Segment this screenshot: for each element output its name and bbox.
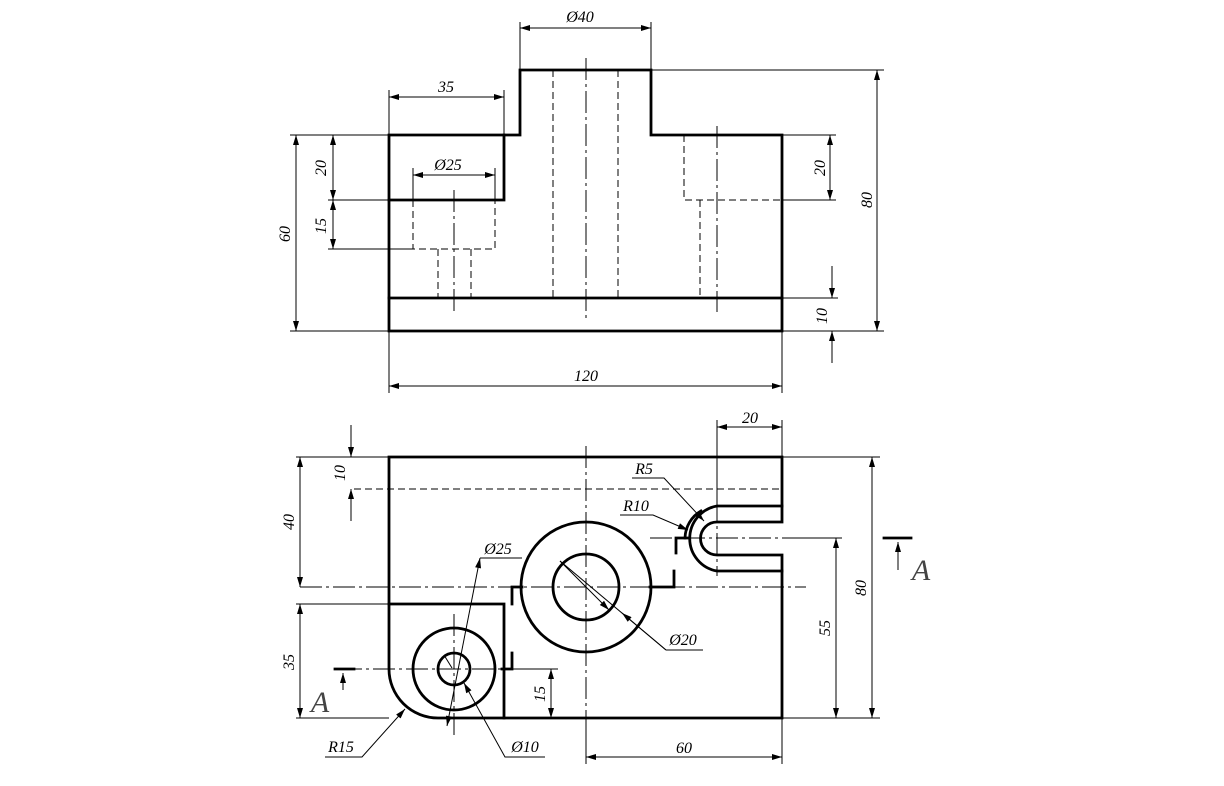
dim-front-80: 80 bbox=[859, 192, 876, 208]
dim-front-20-left: 20 bbox=[313, 160, 330, 176]
dim-plan-dia25: Ø25 bbox=[483, 541, 512, 558]
dim-plan-r5: R5 bbox=[634, 461, 653, 478]
plan-view-centerlines bbox=[300, 446, 806, 764]
front-view-dimension-lines bbox=[293, 25, 880, 389]
dim-front-15: 15 bbox=[313, 218, 330, 234]
front-view: Ø40 35 Ø25 60 20 15 20 80 10 120 bbox=[277, 9, 884, 393]
dim-front-20-right: 20 bbox=[812, 160, 829, 176]
dim-front-10: 10 bbox=[814, 308, 831, 324]
dim-plan-60: 60 bbox=[676, 740, 692, 757]
plan-view-extension-lines bbox=[296, 420, 880, 764]
front-view-centerlines bbox=[453, 58, 718, 318]
plan-view-dimension-texts: 20 R5 R10 10 40 Ø25 Ø20 35 15 R15 Ø10 60… bbox=[281, 410, 931, 757]
dim-front-60: 60 bbox=[277, 226, 294, 242]
dim-plan-10: 10 bbox=[332, 465, 349, 481]
dim-front-dia40: Ø40 bbox=[565, 9, 594, 26]
dim-front-dia25: Ø25 bbox=[433, 157, 462, 174]
section-label-right: A bbox=[910, 554, 931, 587]
front-view-extension-lines bbox=[290, 22, 884, 393]
dim-front-35: 35 bbox=[437, 79, 454, 96]
dim-plan-35: 35 bbox=[281, 654, 298, 671]
dim-plan-40: 40 bbox=[281, 514, 298, 530]
front-view-dimension-texts: Ø40 35 Ø25 60 20 15 20 80 10 120 bbox=[277, 9, 876, 385]
dim-plan-55: 55 bbox=[817, 620, 834, 636]
plan-view-dimension-lines bbox=[297, 424, 875, 760]
front-view-hidden-lines bbox=[412, 70, 782, 298]
dim-plan-r10: R10 bbox=[622, 498, 649, 515]
dim-plan-15: 15 bbox=[532, 686, 549, 702]
dim-plan-80: 80 bbox=[853, 580, 870, 596]
dim-front-120: 120 bbox=[574, 368, 598, 385]
dim-plan-dia10: Ø10 bbox=[510, 739, 539, 756]
plan-view-leaders bbox=[325, 477, 705, 758]
dim-plan-dia20: Ø20 bbox=[668, 632, 697, 649]
section-label-left: A bbox=[309, 686, 330, 719]
plan-view: 20 R5 R10 10 40 Ø25 Ø20 35 15 R15 Ø10 60… bbox=[281, 410, 931, 764]
dim-plan-20: 20 bbox=[742, 410, 758, 427]
dim-plan-r15: R15 bbox=[327, 739, 354, 756]
